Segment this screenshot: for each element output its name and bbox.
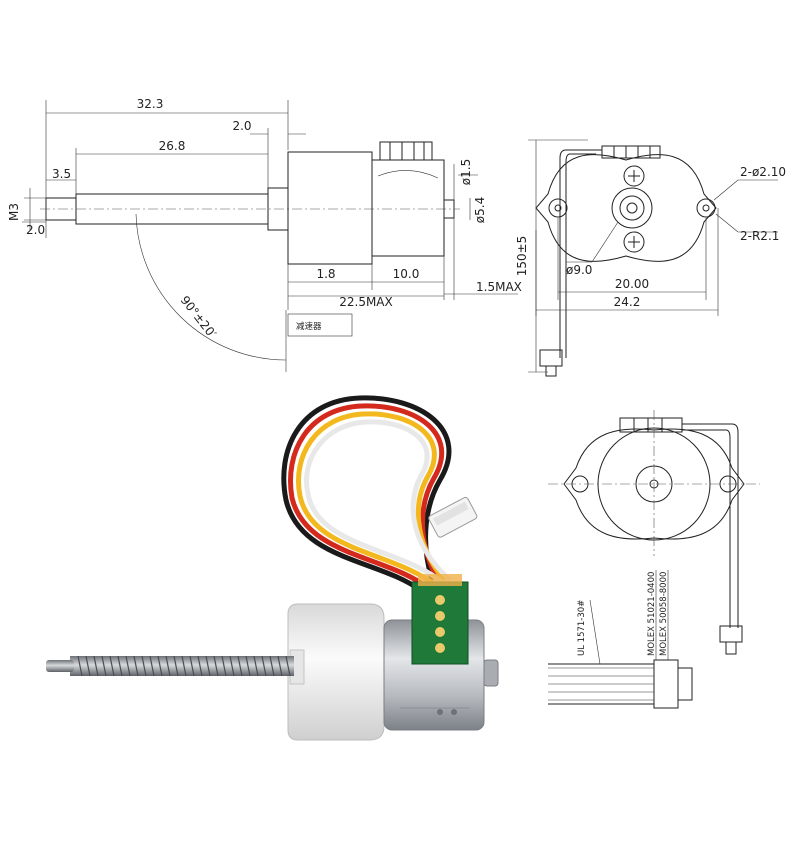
screw-bottom	[623, 231, 645, 253]
mount-hole-left	[548, 198, 568, 218]
connector-label-b: MOLEX 50058-8000	[659, 572, 669, 656]
cable-label: UL 1571-30#	[577, 600, 587, 656]
wire-bend	[377, 170, 439, 179]
dim-flange-width: 24.2	[614, 295, 641, 309]
dim-pilot-diameter: ø9.0	[566, 263, 592, 277]
dim-body-length: 22.5MAX	[339, 295, 393, 309]
wire-yellow	[296, 411, 446, 588]
dim-cable-height: 150±5	[515, 236, 529, 277]
dim-flange-gap: 2.0	[232, 119, 251, 133]
dim-corner-radius: 2-R2.1	[740, 229, 779, 243]
dim-boss-diameter: ø5.4	[473, 197, 487, 223]
front-wire-b	[565, 153, 596, 358]
dim-hole-spacing: 20.00	[615, 277, 649, 291]
dim-overall-length: 32.3	[137, 97, 164, 111]
front-view: 150±5 2-ø2.10 2-R2.1 ø9.0 20.00 24.2	[515, 139, 786, 377]
front-wire-a	[559, 149, 602, 358]
front-terminal	[601, 145, 661, 159]
front-connector	[539, 349, 563, 367]
wire-white	[304, 419, 452, 586]
side-dimension-lines	[22, 100, 518, 372]
dim-hole-diameter: ø1.5	[459, 159, 473, 185]
boss-outline	[443, 199, 455, 219]
rear-connector	[719, 625, 743, 643]
housing-white	[287, 603, 385, 741]
dim-mount-holes: 2-ø2.10	[740, 165, 786, 179]
dim-screw-length: 26.8	[159, 139, 186, 153]
cable-strands	[548, 667, 654, 701]
mount-hole-right	[696, 198, 716, 218]
dim-tip-diameter: 2.0	[26, 223, 45, 237]
screw-top	[623, 165, 645, 187]
motor-body-outline	[287, 151, 373, 265]
wire-red	[288, 403, 445, 590]
dim-angle: 90°±20′	[178, 293, 220, 341]
motor-photo	[46, 395, 499, 741]
rear-wire	[682, 423, 739, 628]
front-dimension-lines	[528, 139, 778, 373]
rear-terminal	[619, 417, 683, 433]
dim-tip-length: 3.5	[52, 167, 71, 181]
dim-thread: M3	[7, 203, 21, 221]
terminal-block	[379, 141, 433, 161]
wire-black	[281, 395, 452, 593]
connector-label-a: MOLEX 51021-0400	[647, 572, 657, 656]
dim-gap: 1.8	[316, 267, 335, 281]
dim-gear-length: 10.0	[393, 267, 420, 281]
reducer-note: 减速器	[296, 321, 322, 332]
screw-threads	[77, 655, 291, 677]
cable-detail: UL 1571-30# MOLEX 51021-0400 MOLEX 50058…	[548, 570, 693, 709]
photo-connector	[428, 496, 478, 538]
photo-screw	[70, 656, 294, 676]
pilot-circle	[611, 187, 653, 229]
side-view: 32.3 2.0 26.8 3.5 M3 2.0 ø1.5 ø5.4 1.8 1…	[7, 97, 522, 372]
rear-view	[548, 410, 760, 655]
dim-boss-length: 1.5MAX	[476, 280, 522, 294]
cable-connector	[653, 659, 679, 709]
rear-flange-outline	[563, 428, 745, 540]
